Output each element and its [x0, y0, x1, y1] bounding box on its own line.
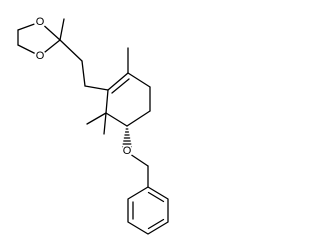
- ethylene-linker: [59, 39, 109, 91]
- bond-ch2-ring: [84, 85, 109, 91]
- atom-o-ether: O: [121, 145, 133, 157]
- bond-ketal-methyl: [59, 18, 65, 41]
- bond-ch2-ch2: [81, 60, 86, 87]
- svg-text:O: O: [36, 50, 45, 62]
- benzyl-group: [126, 151, 169, 235]
- bond-c5-c6: [105, 112, 128, 127]
- bond-c1-c2-double-outer: [107, 72, 129, 91]
- bond-c6-methyl-b: [103, 112, 107, 135]
- atom-o-dioxolane-top: O: [34, 16, 46, 28]
- svg-text:O: O: [36, 16, 45, 28]
- bond-c1-c2-double-inner: [111, 78, 130, 94]
- bond-c4-c5: [126, 110, 151, 127]
- benzene-double-2: [147, 218, 165, 230]
- chemical-structure: O O O: [17, 16, 169, 235]
- bond-ketal-ch2: [59, 39, 83, 62]
- bond-c6-c1: [105, 89, 109, 114]
- bond-c2-c3: [127, 72, 151, 88]
- bond-c6-methyl-a: [86, 112, 107, 125]
- svg-text:O: O: [123, 145, 132, 157]
- atom-o-dioxolane-bottom: O: [34, 50, 46, 62]
- benzene-double-1: [147, 191, 165, 203]
- cyclohexene-ring: [86, 47, 151, 135]
- benzene-ring: [127, 186, 169, 235]
